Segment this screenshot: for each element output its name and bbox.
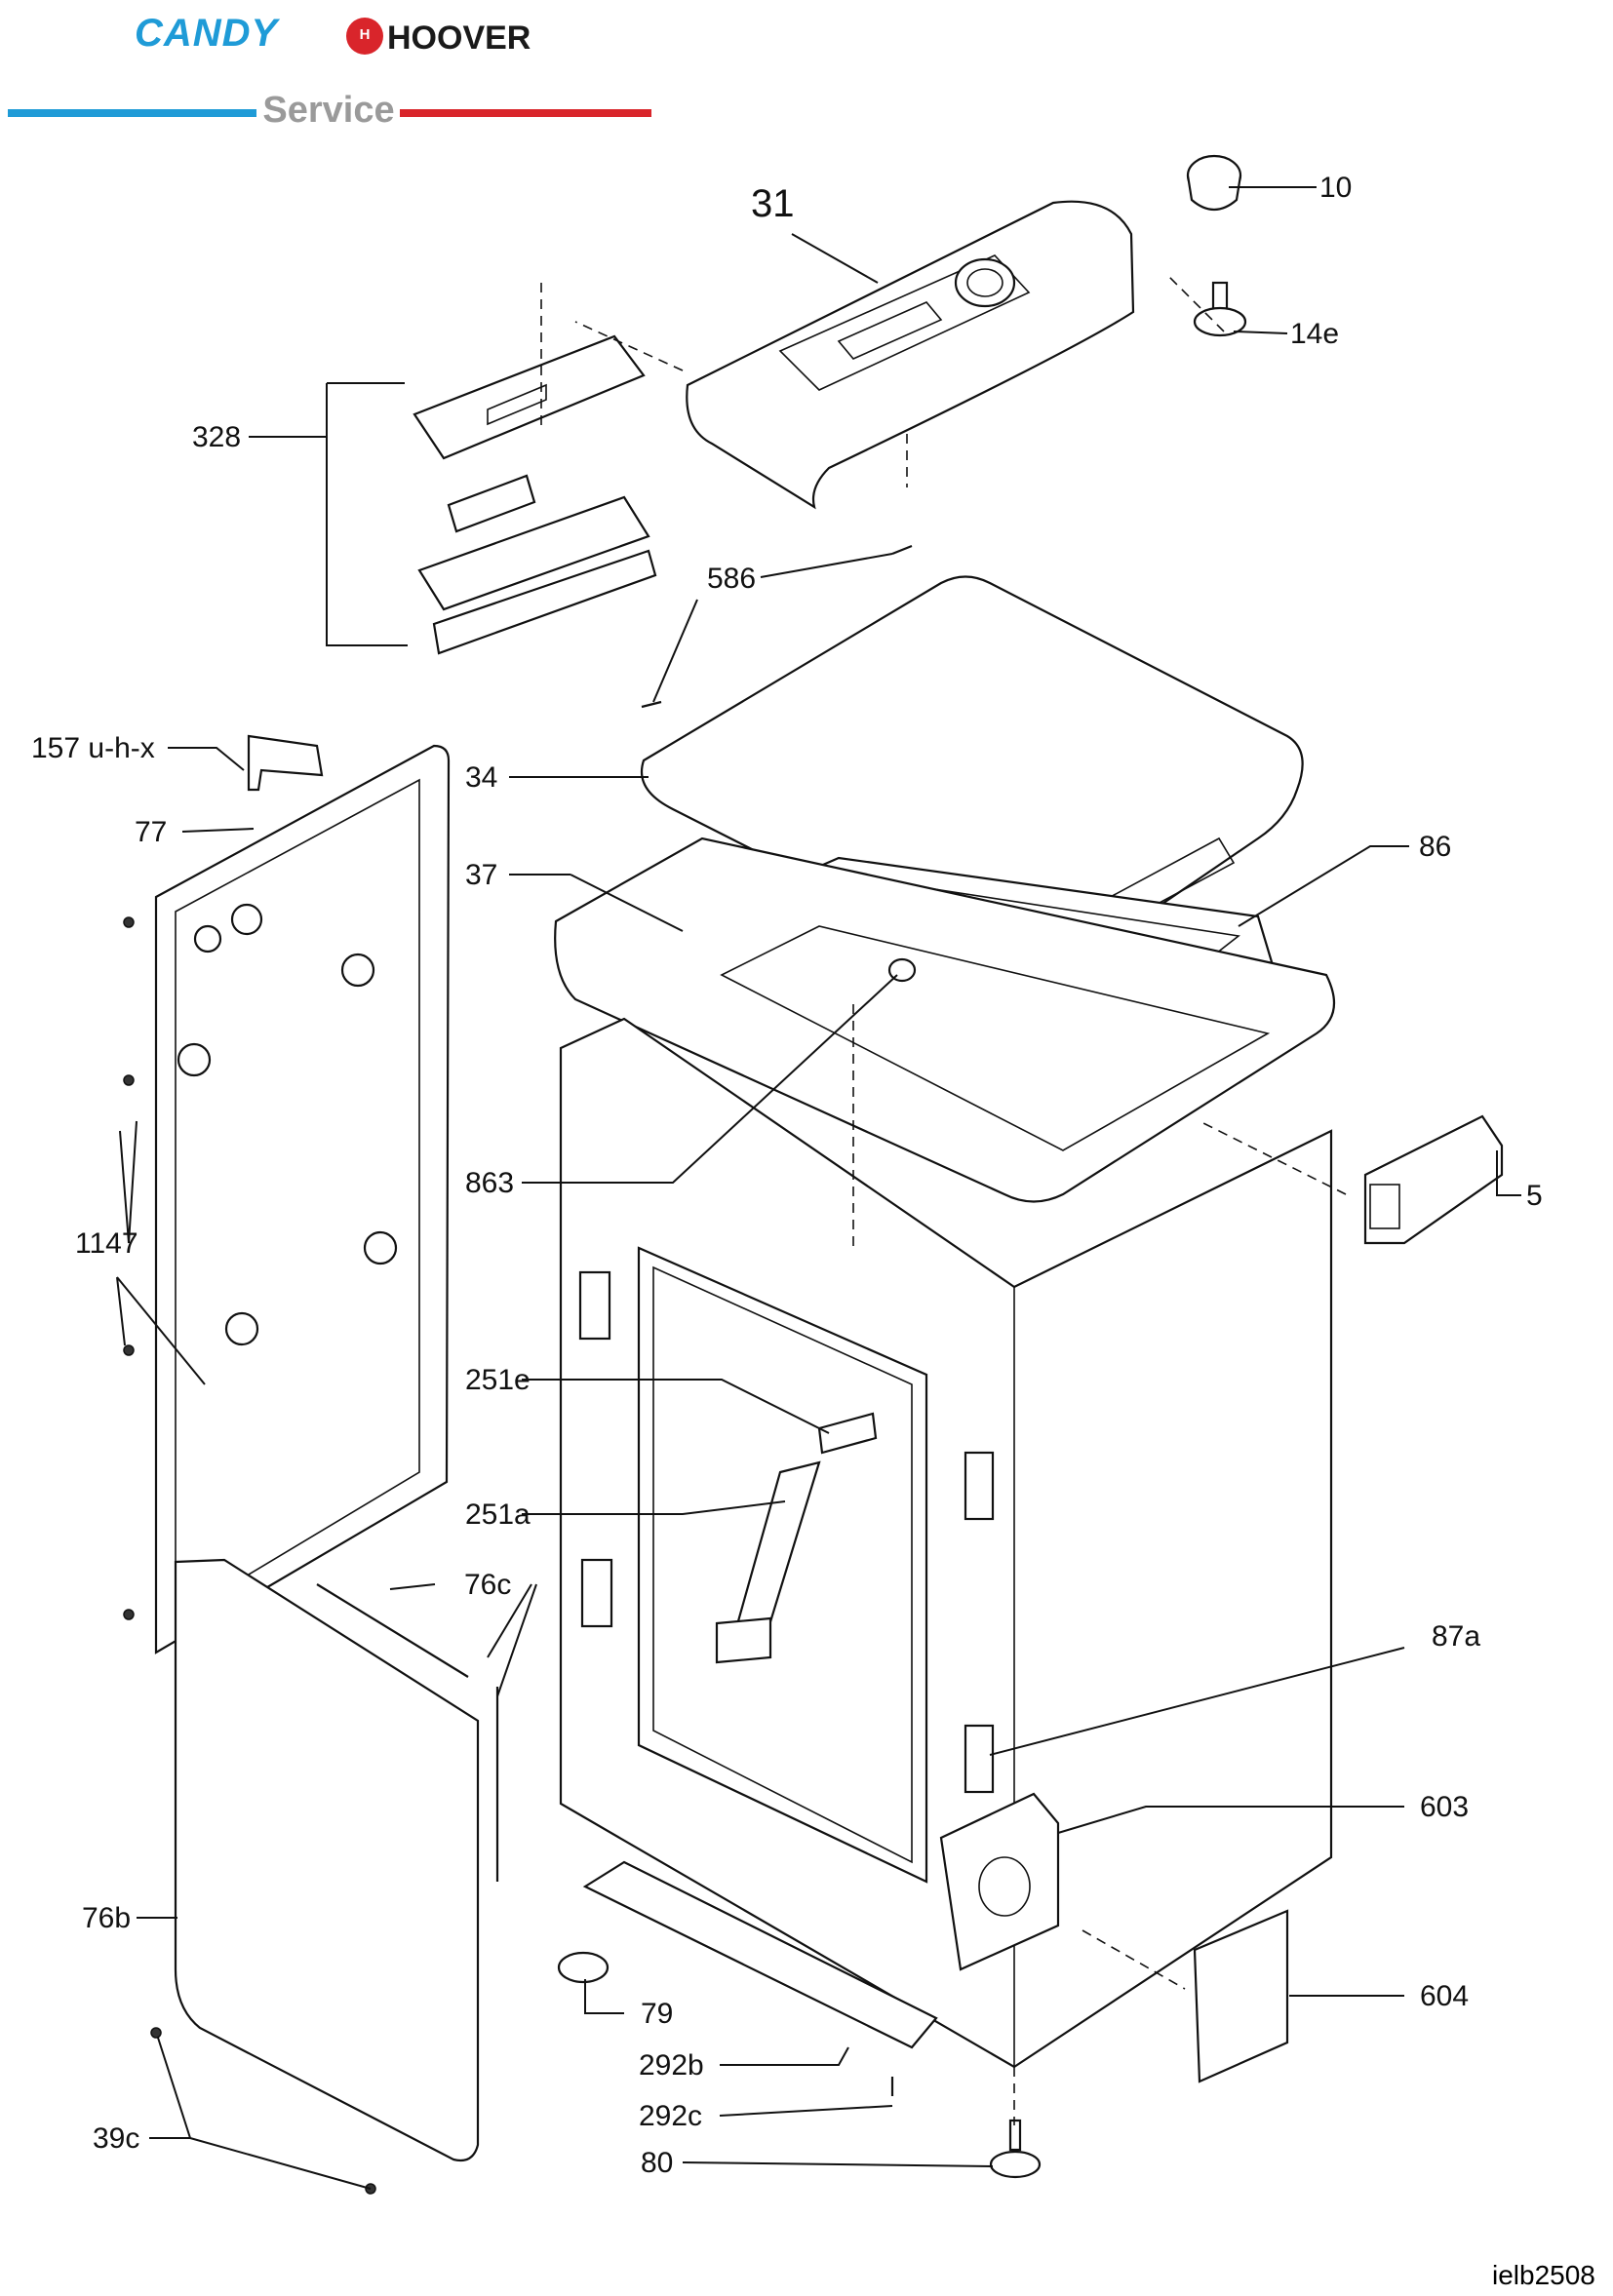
label-328: 328 <box>192 421 241 453</box>
label-77: 77 <box>135 816 167 848</box>
filter-housing-part <box>939 1792 1060 1971</box>
screw-part <box>123 916 135 928</box>
bracket-328 <box>326 382 408 646</box>
seal-strip-part <box>316 1583 469 1678</box>
door-lock-part <box>1363 1114 1504 1245</box>
control-panel-part <box>686 200 1135 510</box>
label-79: 79 <box>641 1998 673 2030</box>
screw-part <box>123 1609 135 1620</box>
hinge-part <box>715 1412 878 1664</box>
service-label: Service <box>262 90 395 131</box>
leader-lines <box>116 186 1521 2190</box>
cabinet-body-part <box>559 1017 1333 2069</box>
label-292b: 292b <box>639 2049 704 2082</box>
candy-logo: CANDY <box>135 12 279 55</box>
pin-part <box>891 544 913 556</box>
label-37: 37 <box>465 859 497 891</box>
service-bar-red <box>400 109 651 117</box>
side-panel-part <box>174 1558 480 2162</box>
label-87a: 87a <box>1432 1620 1480 1653</box>
part-labels: 31 10 14e 328 586 157 u-h-x 34 77 37 86 … <box>31 172 1543 2179</box>
label-157-u-h-x: 157 u-h-x <box>31 732 155 764</box>
label-76b: 76b <box>82 1902 131 1934</box>
label-251a: 251a <box>465 1498 531 1531</box>
base-plate-part <box>582 1860 938 2049</box>
label-80: 80 <box>641 2147 673 2179</box>
screw-part <box>150 2027 162 2039</box>
pin-part <box>641 700 662 709</box>
back-panel-part <box>154 744 451 1654</box>
label-1147: 1147 <box>75 1227 138 1260</box>
foot-part <box>557 1951 610 1984</box>
filter-cover-part <box>1193 1909 1289 2083</box>
bracket-part <box>247 734 324 792</box>
label-603: 603 <box>1420 1791 1469 1823</box>
assembly-guide-lines <box>540 272 1347 2125</box>
label-863: 863 <box>465 1167 514 1199</box>
screw-part <box>123 1344 135 1356</box>
label-251e: 251e <box>465 1364 531 1396</box>
label-5: 5 <box>1526 1180 1543 1212</box>
label-76c: 76c <box>464 1569 511 1601</box>
label-86: 86 <box>1419 831 1451 863</box>
label-604: 604 <box>1420 1980 1469 2012</box>
label-586: 586 <box>707 563 756 595</box>
label-292c: 292c <box>639 2100 702 2132</box>
label-34: 34 <box>465 761 497 794</box>
label-10: 10 <box>1319 172 1352 204</box>
hoover-logo: HOOVER <box>387 19 531 57</box>
adjustable-foot-part <box>989 2119 1042 2179</box>
knob-part <box>1186 154 1242 212</box>
label-14e: 14e <box>1290 318 1339 350</box>
top-cover-part <box>554 837 1336 1203</box>
label-39c: 39c <box>93 2122 139 2155</box>
document-code: ielb2508 <box>1492 2260 1595 2290</box>
service-bar-blue <box>8 109 256 117</box>
label-31: 31 <box>751 182 795 225</box>
screw-part <box>123 1074 135 1086</box>
electronic-module-part <box>413 334 657 655</box>
hoover-emblem-icon: H <box>346 18 383 55</box>
